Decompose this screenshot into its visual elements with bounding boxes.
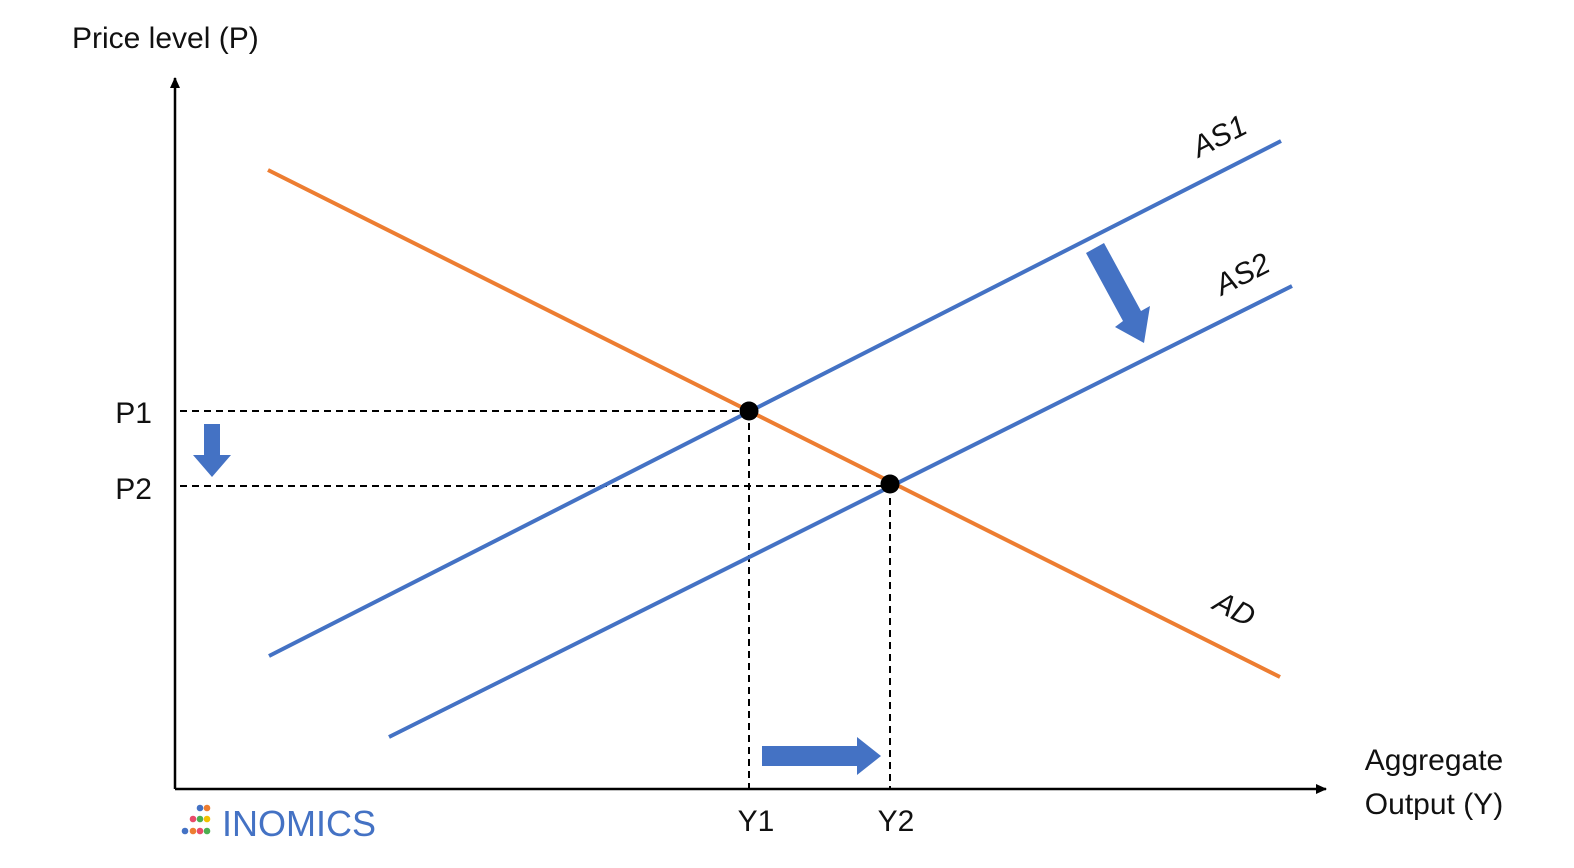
ad-label: AD <box>1206 584 1260 633</box>
output-right-arrow <box>762 737 881 775</box>
x-axis-label-line1: Aggregate <box>1365 744 1503 777</box>
y1-label: Y1 <box>738 805 775 838</box>
as1-label: AS1 <box>1185 109 1252 165</box>
as-shift-arrow <box>1086 243 1150 343</box>
y2-label: Y2 <box>878 805 915 838</box>
price-down-arrow <box>193 424 231 477</box>
as1-curve <box>268 139 1282 658</box>
equilibrium-point-2 <box>880 474 900 494</box>
p2-label: P2 <box>115 473 152 506</box>
as2-label: AS2 <box>1208 247 1276 303</box>
equilibrium-point-1 <box>739 401 759 421</box>
ad-curve <box>267 168 1281 679</box>
inomics-logo: INOMICS <box>181 803 376 844</box>
logo-dots-icon <box>181 804 211 835</box>
y-axis-label: Price level (P) <box>72 22 259 55</box>
brand-name: INOMICS <box>222 803 376 844</box>
as2-curve <box>388 284 1293 739</box>
p1-label: P1 <box>115 397 152 430</box>
guide-lines <box>180 410 891 789</box>
x-axis-label-line2: Output (Y) <box>1365 788 1503 821</box>
